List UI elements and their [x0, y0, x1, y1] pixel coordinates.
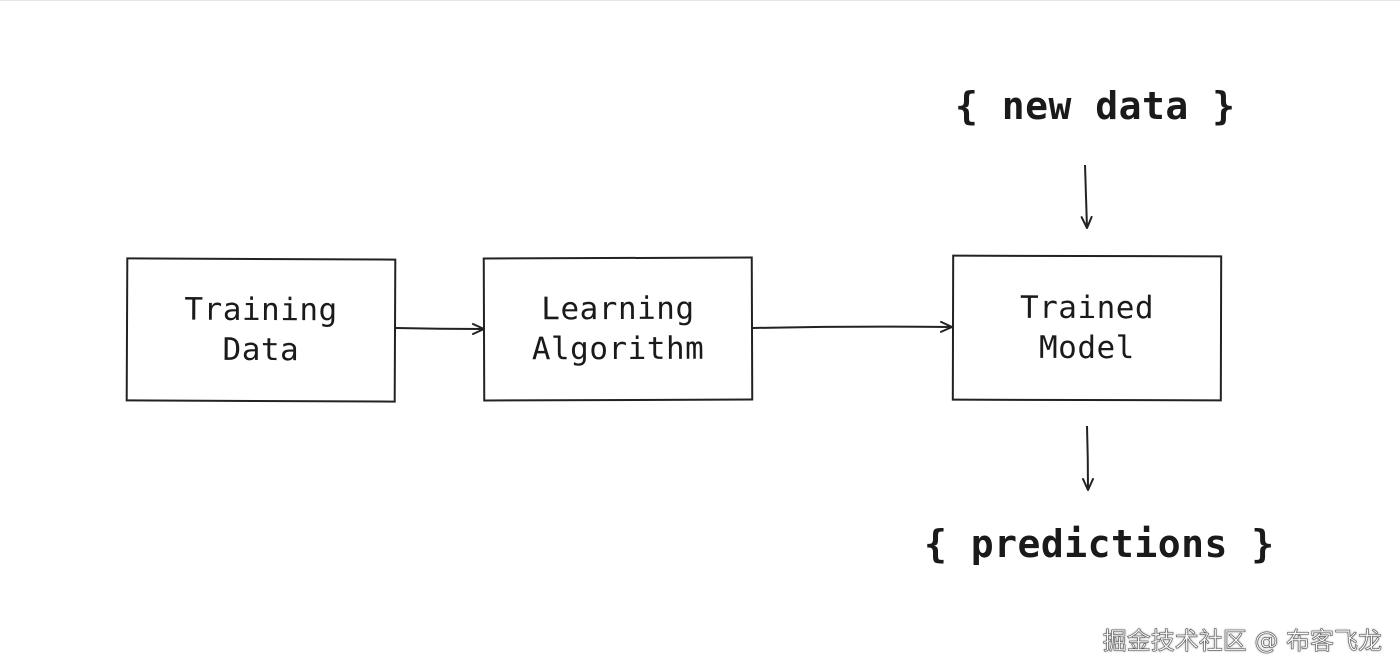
arrow-newdata-to-model: [1080, 164, 1093, 229]
node-trained-model-line1: Trained: [1019, 289, 1155, 327]
input-new-data-label: { new data }: [955, 84, 1236, 128]
watermark-text: 掘金技术社区 @ 布客飞龙: [1102, 627, 1382, 656]
node-learning-algorithm-line2: Algorithm: [531, 330, 705, 368]
arrow-model-to-predictions: [1081, 425, 1094, 491]
arrow-training-to-learning: [395, 322, 485, 335]
output-predictions-label: { predictions }: [924, 522, 1275, 566]
node-learning-algorithm-line1: Learning: [541, 290, 695, 328]
arrow-learning-to-model: [752, 320, 953, 333]
node-learning-algorithm: Learning Algorithm: [482, 256, 754, 402]
node-training-data-line1: Training: [184, 291, 338, 329]
top-divider: [0, 0, 1400, 1]
node-training-data: Training Data: [125, 257, 397, 403]
node-trained-model-line2: Model: [1038, 329, 1135, 367]
node-trained-model: Trained Model: [951, 254, 1223, 402]
node-training-data-line2: Data: [222, 331, 300, 369]
